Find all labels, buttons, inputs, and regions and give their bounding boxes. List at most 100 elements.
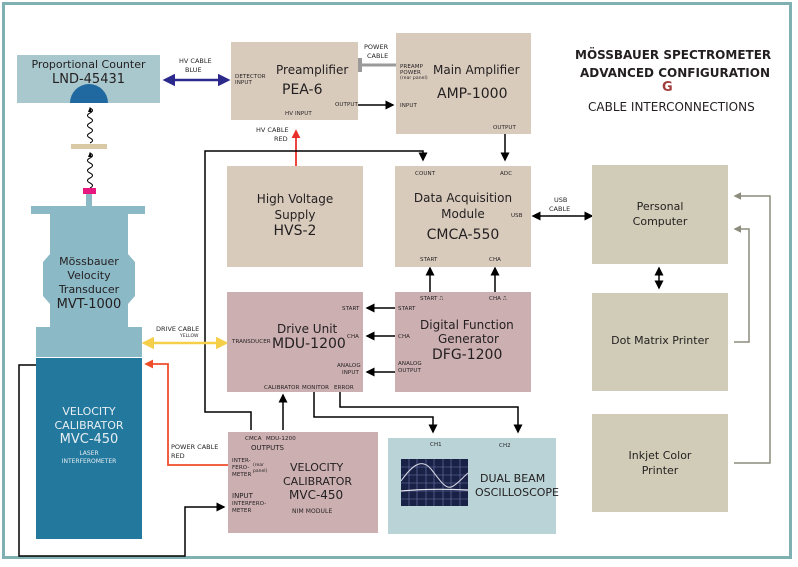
ch1-label: CH1 (430, 442, 442, 448)
laser-line1: VELOCITY (62, 405, 116, 418)
hv-red-label2: RED (274, 135, 288, 143)
transducer-model: MVT-1000 (56, 297, 122, 312)
hvs-line2: Supply (274, 208, 316, 222)
drive-unit[interactable]: START Drive Unit TRANSDUCER MDU-1200 CHA… (227, 292, 363, 392)
power-cable-plug (357, 58, 362, 72)
amp-model: AMP-1000 (437, 86, 508, 102)
title-line2: ADVANCED CONFIGURATION (580, 66, 770, 80)
hvs-model: HVS-2 (273, 223, 317, 239)
analog-input-label2: INPUT (342, 370, 359, 376)
laser-line2: CALIBRATOR (54, 419, 124, 432)
detector-input-label: DETECTOR (235, 74, 266, 80)
printer-cable-1 (733, 225, 750, 343)
dfg-model: DFG-1200 (432, 347, 503, 363)
cmca-output-label: CMCA (245, 436, 262, 442)
proportional-counter[interactable]: Proportional Counter LND-45431 (17, 55, 160, 103)
start-pulse-label: START ⎍ (420, 296, 444, 302)
error-cable (339, 392, 523, 434)
printer-cable-2 (733, 192, 771, 464)
adc-port-label: ADC (500, 171, 513, 177)
drive-cha-label: CHA (347, 334, 360, 340)
input-label2: INTERFERO- (232, 501, 267, 507)
gamma-ray-upper-icon (87, 107, 93, 144)
monitor-port-label: MONITOR (302, 385, 330, 391)
dot-printer-label: Dot Matrix Printer (611, 334, 709, 347)
amp-input-label: INPUT (400, 103, 417, 109)
personal-computer[interactable]: Personal Computer (592, 165, 728, 264)
cha-port-label: CHA (489, 257, 502, 263)
inter-label2: FERO- (232, 465, 250, 471)
scope-line1: DUAL BEAM (480, 472, 546, 485)
inkjet-color-printer[interactable]: Inkjet Color Printer (592, 414, 728, 512)
count-cable (204, 150, 428, 430)
detector-window-icon (70, 84, 108, 103)
power-cable-label2: CABLE (367, 52, 389, 60)
source-holder (83, 188, 96, 194)
drive-name: Drive Unit (277, 322, 338, 336)
nim-sub: NIM MODULE (292, 508, 333, 515)
analog-input-label1: ANALOG (337, 363, 361, 369)
monitor-cable (313, 392, 438, 434)
scope-screen (400, 459, 469, 506)
power-cable-label1: POWER (364, 43, 389, 51)
detector-input-label2: INPUT (235, 80, 252, 86)
scope-line2: OSCILLOSCOPE (475, 486, 559, 499)
transducer-line3: Transducer (58, 283, 120, 296)
hv-blue-label2: BLUE (185, 66, 202, 74)
nim-model: MVC-450 (289, 488, 344, 502)
transducer-body (31, 206, 145, 357)
daq-line1: Data Acquisition (413, 191, 513, 205)
gamma-ray-lower-icon (87, 152, 93, 189)
input-label3: METER (232, 508, 252, 514)
pc-line1: Personal (636, 200, 684, 213)
transducer-shaft (86, 194, 92, 206)
inkjet-line1: Inkjet Color (628, 449, 692, 462)
rear-panel-label1: (rear (253, 463, 264, 468)
drive-cable-label1: DRIVE CABLE (156, 325, 200, 333)
nim-line2: CALIBRATOR (283, 475, 353, 488)
dfg-cha-label: CHA (398, 334, 411, 340)
scope-waveform-icon (400, 459, 469, 506)
preamp-power-label2: POWER (400, 70, 421, 76)
power-red-label2: RED (171, 452, 185, 460)
data-acquisition-module[interactable]: COUNT ADC Data Acquisition Module USB CM… (395, 166, 531, 267)
absorber-sample (71, 144, 107, 149)
drive-cable-label2: YELLOW (180, 334, 199, 339)
error-port-label: ERROR (334, 385, 354, 391)
usb-cable-label1: USB (554, 196, 568, 204)
analog-output-label2: OUTPUT (398, 368, 422, 374)
mdu-output-label: MDU-1200 (266, 436, 296, 442)
usb-cable-label2: CABLE (549, 205, 571, 213)
laser-line4: INTERFEROMETER (61, 458, 117, 465)
high-voltage-supply[interactable]: High Voltage Supply HVS-2 (227, 166, 363, 267)
preamp-power-label1: PREAMP (400, 64, 424, 70)
amp-name: Main Amplifier (433, 63, 520, 77)
interferometer-cable (18, 364, 226, 557)
hvs-line1: High Voltage (256, 192, 334, 206)
preamp-model: PEA-6 (282, 82, 323, 98)
preamplifier[interactable]: DETECTOR INPUT Preamplifier PEA-6 OUTPUT… (231, 42, 358, 120)
power-red-label1: POWER CABLE (171, 443, 219, 451)
usb-port-label: USB (511, 213, 523, 219)
digital-function-generator[interactable]: START ⎍ CHA ⎍ START Digital Function CHA… (395, 292, 531, 392)
count-port-label: COUNT (415, 171, 436, 177)
pc-line2: Computer (632, 215, 688, 228)
nim-line1: VELOCITY (290, 461, 344, 474)
cha-pulse-label: CHA ⎍ (489, 296, 507, 302)
diagram-frame (2, 2, 792, 559)
velocity-calibrator-nim[interactable]: CMCA MDU-1200 OUTPUTS INTER- FERO- METER… (228, 432, 378, 533)
dot-matrix-printer[interactable]: Dot Matrix Printer (592, 293, 728, 391)
main-amplifier[interactable]: PREAMP POWER (rear panel) Main Amplifier… (396, 33, 531, 134)
gamma-arrow-lower (88, 152, 92, 157)
hv-input-label: HV INPUT (285, 111, 312, 117)
dual-beam-oscilloscope[interactable]: CH1 CH2 DUAL BEAM OSCILLOSCOPE (388, 438, 559, 534)
preamp-name: Preamplifier (276, 63, 349, 77)
calibrator-port-label: CALIBRATOR (264, 385, 300, 391)
laser-line3: LASER (79, 450, 99, 457)
daq-model: CMCA-550 (426, 227, 500, 243)
counter-model: LND-45431 (51, 72, 126, 87)
counter-name: Proportional Counter (31, 58, 146, 71)
title-line3: CABLE INTERCONNECTIONS (588, 100, 755, 114)
inter-label3: METER (232, 472, 252, 478)
